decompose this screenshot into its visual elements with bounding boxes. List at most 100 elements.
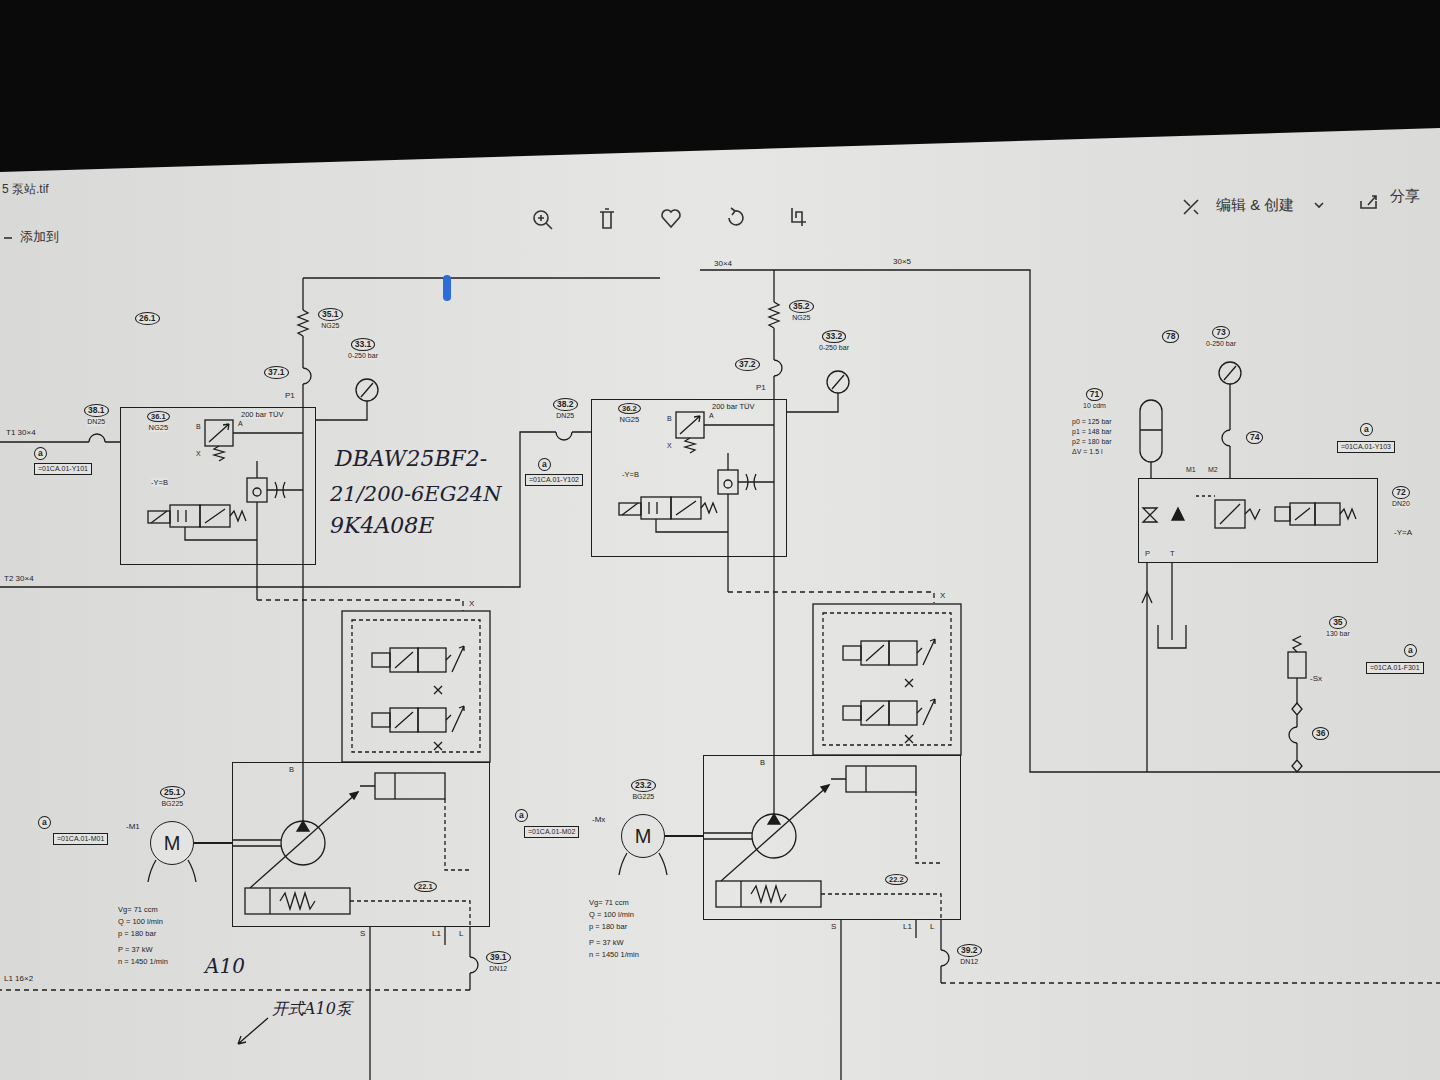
tag-box: =01CA.01-Y101 bbox=[34, 463, 92, 475]
schematic-label: M2 bbox=[1208, 466, 1218, 474]
callout-number: 22.2 bbox=[885, 874, 908, 885]
schematic-label: P = 37 kW bbox=[118, 946, 153, 955]
callout-number: 0-250 bar bbox=[819, 344, 849, 352]
callout-bubble: 36 bbox=[1312, 727, 1329, 740]
tag-box: =01CA.01-Y103 bbox=[1337, 441, 1395, 453]
schematic-label: Vg= 71 ccm bbox=[589, 899, 629, 908]
pressure-line bbox=[302, 565, 303, 762]
callout-number: 26.1 bbox=[135, 312, 160, 325]
motor-symbol: M bbox=[150, 821, 194, 865]
pressure-line bbox=[773, 557, 774, 755]
schematic-label: L1 bbox=[903, 922, 912, 931]
schematic-label: -Mx bbox=[592, 815, 605, 824]
callout-bubble: 25.1BG225 bbox=[160, 786, 185, 808]
schematic-label: n = 1450 1/min bbox=[589, 951, 639, 960]
handwritten-note: 21/200-6EG24N bbox=[330, 482, 502, 506]
callout-number: 0-250 bar bbox=[1206, 340, 1236, 348]
port-label: B bbox=[760, 758, 765, 767]
callout-number: DN20 bbox=[1392, 500, 1410, 508]
callout-number: 72 bbox=[1392, 486, 1409, 499]
schematic-label: 30×4 bbox=[714, 259, 732, 268]
block-label: 200 bar TÜV bbox=[712, 402, 754, 411]
toolbar-text: 添加到 bbox=[20, 230, 59, 245]
handwritten-note: DBAW25BF2- bbox=[335, 446, 487, 471]
schematic-label: -M1 bbox=[126, 822, 140, 831]
callout-bubble: 39.1DN12 bbox=[486, 951, 511, 973]
callout-number: DN25 bbox=[556, 412, 574, 420]
schematic-label: X bbox=[940, 591, 945, 600]
schematic-label: Q = 100 l/min bbox=[589, 911, 634, 920]
schematic-label: p = 180 bar bbox=[118, 930, 156, 939]
tag-box: =01CA.01-M01 bbox=[53, 833, 108, 845]
handwritten-note: A10 bbox=[205, 955, 245, 978]
block-label: -Y=B bbox=[622, 470, 639, 479]
callout-number: BG225 bbox=[161, 800, 183, 808]
callout-number: NG25 bbox=[321, 322, 339, 330]
schematic-label: p = 180 bar bbox=[589, 923, 627, 932]
callout-number: 39.1 bbox=[486, 951, 511, 964]
callout-bubble: 33.20-250 bar bbox=[819, 330, 849, 352]
callout-bubble: a bbox=[1360, 423, 1373, 436]
callout-number: 39.2 bbox=[957, 944, 982, 957]
schematic-label: p0 = 125 bar bbox=[1072, 418, 1112, 426]
callout-number: 73 bbox=[1212, 326, 1229, 339]
motor-label: M bbox=[164, 832, 181, 854]
callout-number: 23.2 bbox=[631, 779, 656, 792]
callout-number: a bbox=[538, 458, 551, 471]
handwritten-note: 开式A10泵 bbox=[272, 1000, 352, 1018]
callout-number: NG25 bbox=[149, 423, 169, 432]
motor-symbol: M bbox=[621, 814, 665, 858]
valve-block-symbols bbox=[619, 270, 934, 603]
callout-number: 25.1 bbox=[160, 786, 185, 799]
schematic-label: B bbox=[667, 415, 672, 423]
port-label: B bbox=[289, 765, 294, 774]
toolbar-text: 编辑 & 创建 bbox=[1216, 196, 1294, 213]
schematic-label: A bbox=[709, 412, 714, 420]
callout-number: 78 bbox=[1162, 330, 1179, 343]
schematic-label: -Sx bbox=[1310, 674, 1322, 683]
valve-block: 200 bar TÜV -Y=B 36.2NG25 bbox=[591, 399, 787, 557]
tag-label: =01CA.01-Y103 bbox=[1341, 443, 1391, 450]
schematic-label: M1 bbox=[1186, 466, 1196, 474]
callout-number: 10 cdm bbox=[1083, 402, 1106, 410]
callout-number: 74 bbox=[1246, 431, 1263, 444]
callout-number: DN25 bbox=[87, 418, 105, 426]
dark-band bbox=[0, 0, 1440, 172]
toolbar-icons bbox=[4, 196, 1376, 238]
slider-handle bbox=[443, 275, 451, 301]
callout-bubble: 38.2DN25 bbox=[553, 398, 578, 420]
callout-bubble: 37.2 bbox=[735, 358, 760, 371]
callout-number: 36.1 bbox=[147, 411, 170, 422]
callout-bubble: 26.1 bbox=[135, 312, 160, 325]
callout-bubble: 36.2NG25 bbox=[618, 403, 641, 424]
schematic-label: X bbox=[469, 599, 474, 608]
callout-bubble: 78 bbox=[1162, 330, 1179, 343]
callout-number: 33.1 bbox=[351, 338, 376, 351]
schematic-label: L1 bbox=[432, 929, 441, 938]
callout-bubble: 7110 cdm bbox=[1083, 388, 1106, 410]
callout-number: 22.1 bbox=[414, 881, 437, 892]
callout-bubble: 22.1 bbox=[414, 881, 437, 892]
callout-bubble: 35.2NG25 bbox=[789, 300, 814, 322]
callout-bubble: 37.1 bbox=[264, 366, 289, 379]
pump-symbols bbox=[148, 611, 490, 1080]
block-label: 200 bar TÜV bbox=[241, 410, 283, 419]
schematic-label: P1 bbox=[285, 391, 295, 400]
callout-number: a bbox=[1404, 644, 1417, 657]
callout-number: 71 bbox=[1086, 388, 1103, 401]
schematic-label: S bbox=[360, 929, 365, 938]
valve-block-symbols bbox=[148, 278, 463, 611]
callout-bubble: 36.1NG25 bbox=[147, 411, 170, 432]
callout-bubble: 33.10-250 bar bbox=[348, 338, 378, 360]
callout-number: 36.2 bbox=[618, 403, 641, 414]
tag-box: =01CA.01-M02 bbox=[524, 826, 579, 838]
callout-bubble: a bbox=[34, 447, 47, 460]
schematic-label: L bbox=[930, 922, 934, 931]
schematic-label: A bbox=[238, 420, 243, 428]
toolbar-text: 分享 bbox=[1390, 187, 1420, 204]
block-label: T bbox=[1170, 549, 1175, 558]
block-label: P bbox=[1145, 549, 1150, 558]
